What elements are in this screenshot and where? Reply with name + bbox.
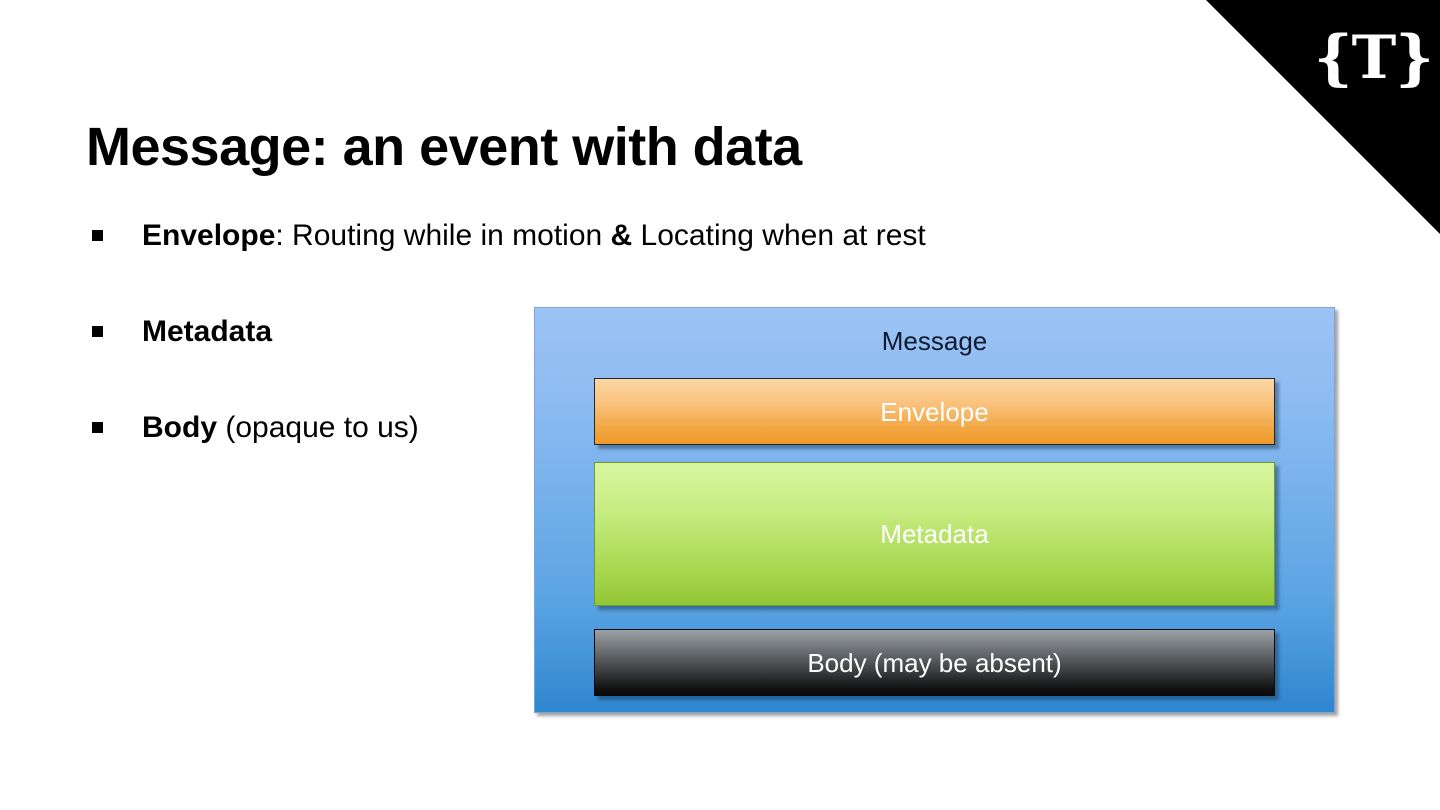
new-york-times-logo-icon: {T} — [1314, 23, 1434, 93]
diagram-layer-envelope: Envelope — [594, 378, 1275, 445]
list-item-mid: (opaque to us) — [217, 411, 419, 444]
brand-corner: {T} — [1206, 0, 1440, 234]
list-item-lead: Body — [142, 411, 217, 444]
diagram-layer-label: Metadata — [880, 519, 989, 549]
list-item-lead: Metadata — [142, 315, 273, 348]
message-diagram: Message Envelope Metadata Body (may be a… — [534, 307, 1335, 713]
list-item-body: Body (opaque to us) — [86, 406, 1206, 502]
list-item-text: Metadata — [142, 310, 1206, 354]
diagram-layer-label: Body (may be absent) — [807, 647, 1062, 678]
list-item-text: Envelope: Routing while in motion & Loca… — [142, 214, 1206, 258]
bullet-list: Envelope: Routing while in motion & Loca… — [86, 214, 1206, 502]
diagram-layer-label: Envelope — [880, 396, 989, 427]
list-item-metadata: Metadata — [86, 310, 1206, 406]
square-bullet-icon — [92, 230, 103, 241]
diagram-layer-metadata: Metadata — [594, 462, 1275, 606]
list-item-text: Body (opaque to us) — [142, 406, 1206, 450]
list-item-envelope: Envelope: Routing while in motion & Loca… — [86, 214, 1206, 310]
diagram-container-label: Message — [881, 326, 988, 356]
corner-wedge-shape — [1206, 0, 1440, 234]
list-item-tail: Locating when at rest — [632, 219, 926, 252]
diagram-layer-body: Body (may be absent) — [594, 629, 1275, 696]
list-item-mid: : Routing while in motion — [275, 219, 611, 252]
page-title: Message: an event with data — [86, 117, 802, 178]
square-bullet-icon — [92, 422, 103, 433]
list-item-emphasis: & — [610, 219, 633, 252]
square-bullet-icon — [92, 326, 103, 337]
list-item-lead: Envelope — [142, 219, 276, 252]
